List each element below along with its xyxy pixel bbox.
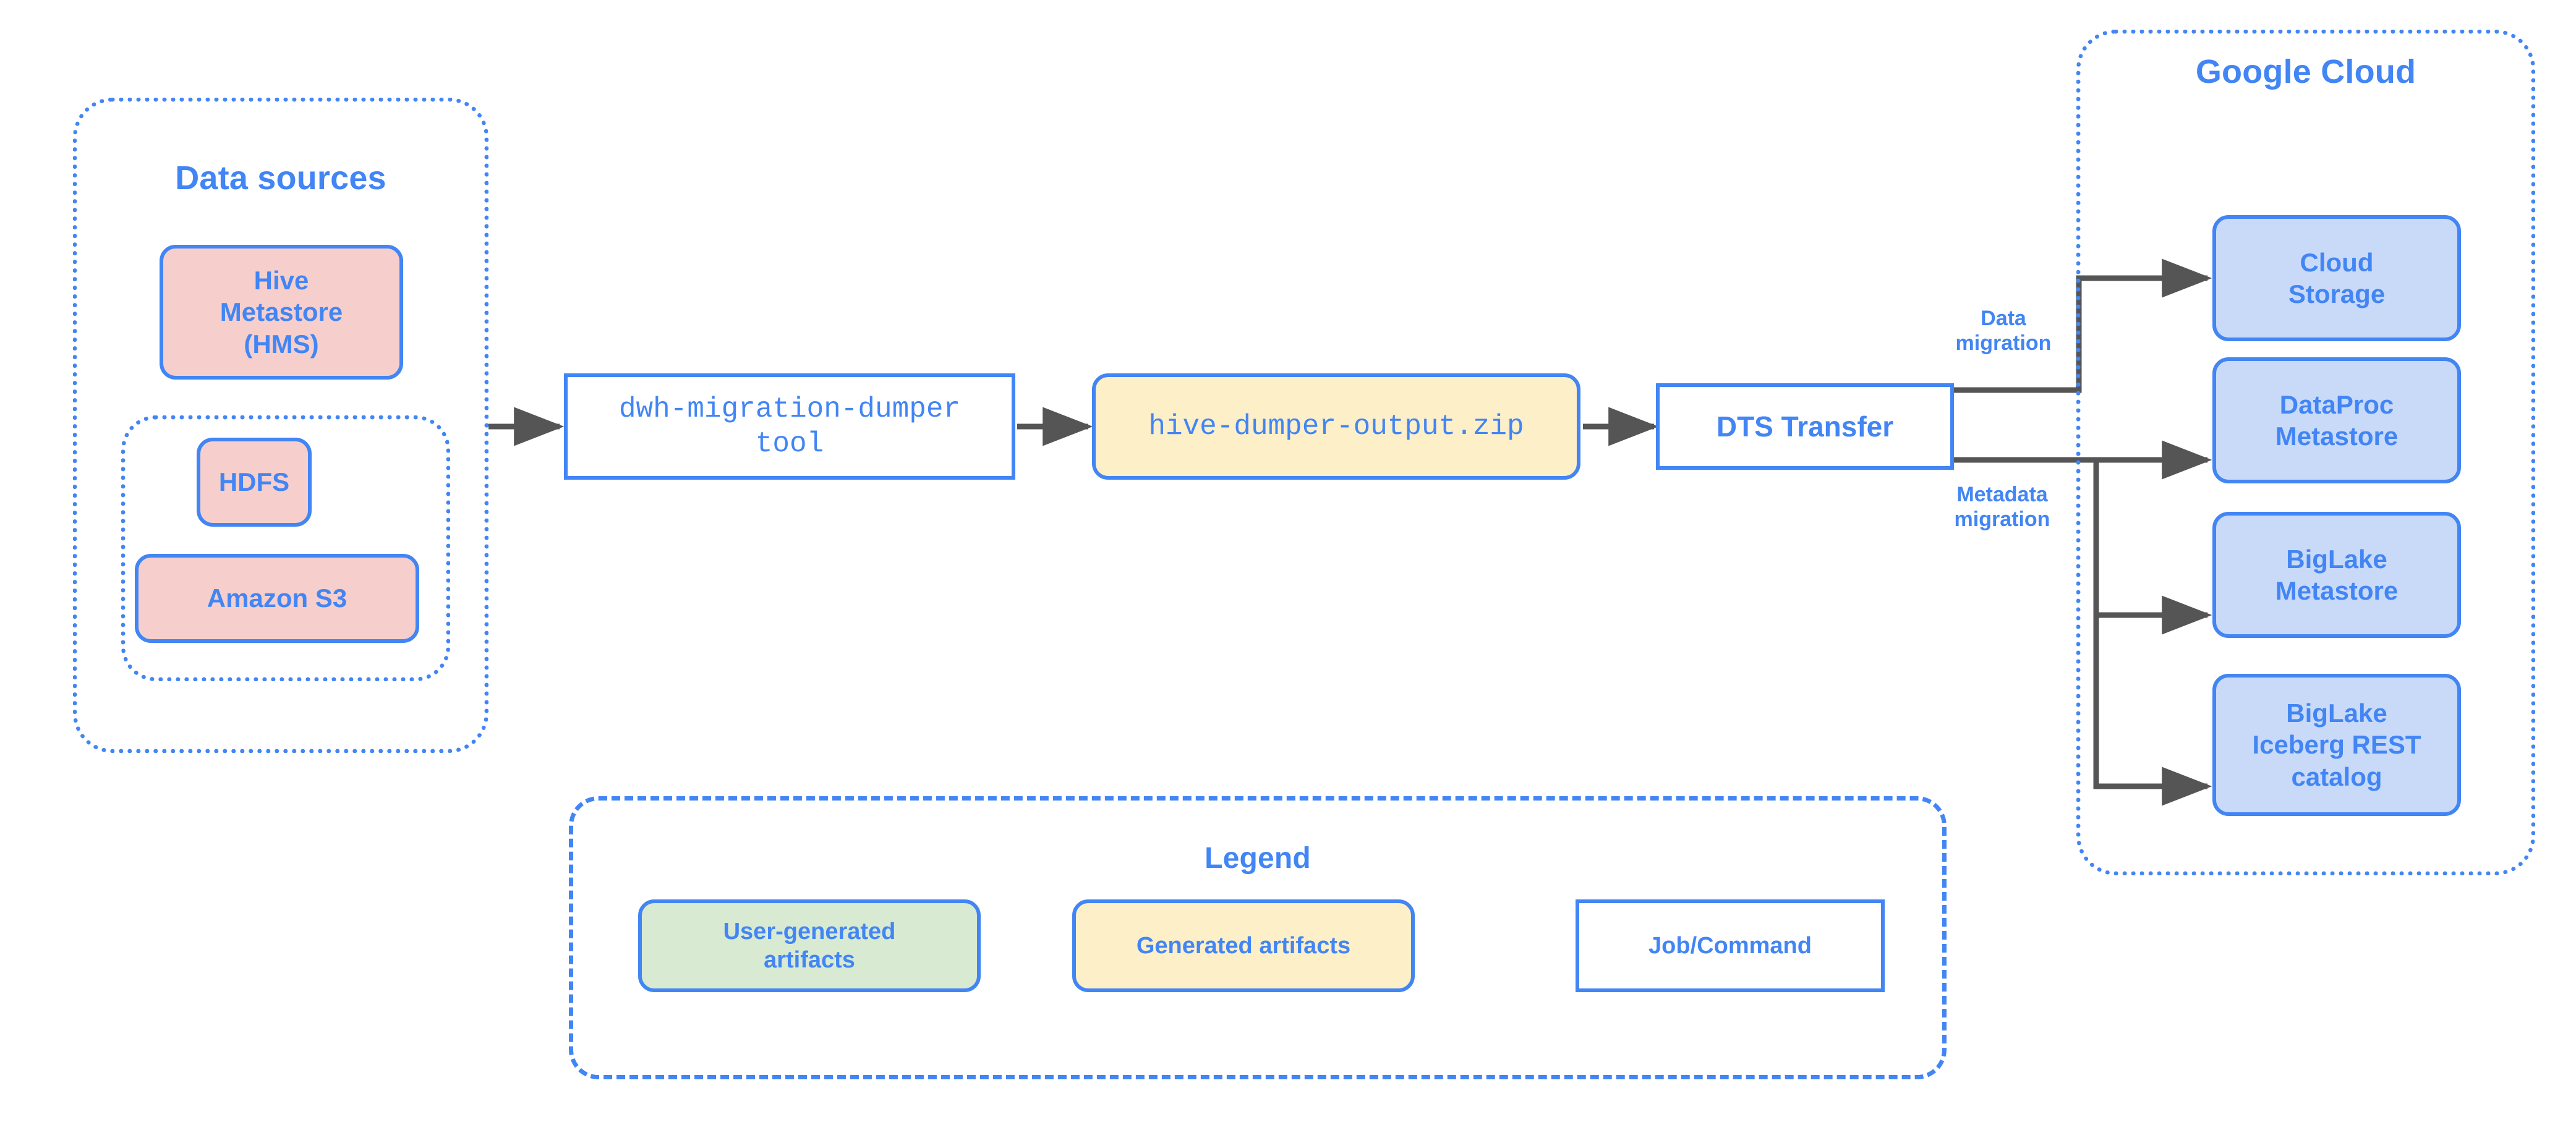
node-biglake-iceberg-rest-catalog[interactable]: BigLake Iceberg REST catalog: [2212, 674, 2461, 816]
legend-item-generated-artifacts: Generated artifacts: [1072, 899, 1415, 992]
node-hdfs[interactable]: HDFS: [197, 438, 312, 527]
node-biglake-metastore[interactable]: BigLake Metastore: [2212, 512, 2461, 638]
google-cloud-group: Google Cloud: [2076, 30, 2535, 875]
node-dataproc-metastore[interactable]: DataProc Metastore: [2212, 357, 2461, 483]
legend-group: Legend: [569, 796, 1947, 1079]
node-dts-transfer[interactable]: DTS Transfer: [1656, 383, 1954, 470]
data-sources-group: Data sources: [73, 98, 488, 753]
legend-title: Legend: [1205, 842, 1311, 875]
edge-label-metadata-migration: Metadata migration: [1954, 483, 2050, 532]
data-lake-storage-group: [121, 415, 450, 681]
node-cloud-storage[interactable]: Cloud Storage: [2212, 215, 2461, 341]
legend-item-user-generated-artifacts: User-generated artifacts: [638, 899, 981, 992]
node-hive-dumper-output-zip[interactable]: hive-dumper-output.zip: [1092, 373, 1580, 480]
data-sources-title: Data sources: [175, 159, 386, 197]
google-cloud-title: Google Cloud: [2195, 53, 2416, 90]
legend-item-job-command: Job/Command: [1576, 899, 1885, 992]
node-hive-metastore[interactable]: Hive Metastore (HMS): [160, 245, 403, 380]
node-dwh-migration-dumper-tool[interactable]: dwh-migration-dumper tool: [564, 373, 1015, 480]
node-amazon-s3[interactable]: Amazon S3: [135, 554, 419, 643]
edge-label-data-migration: Data migration: [1955, 307, 2052, 355]
